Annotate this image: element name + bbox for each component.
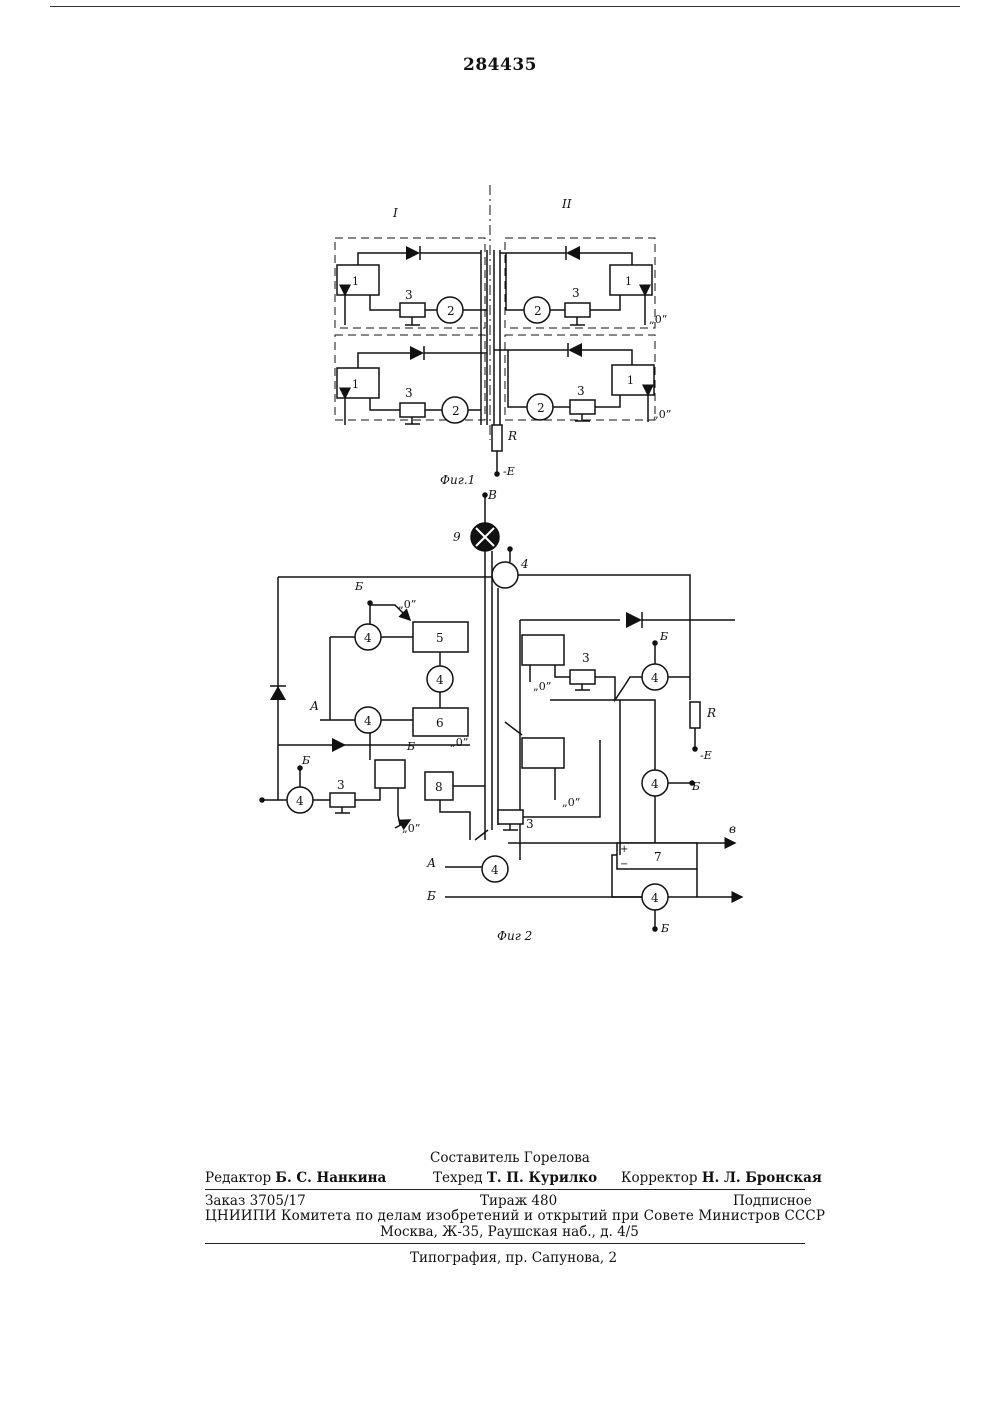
zero-input-label: „0” bbox=[450, 736, 468, 749]
block-3-label: 3 bbox=[572, 286, 580, 300]
figure-1-labels: I II 1 1 1 1 2 2 2 2 3 3 3 3 „0” „0” R -… bbox=[352, 197, 671, 487]
corrector-role: Корректор bbox=[621, 1170, 698, 1186]
block-3-label: 3 bbox=[337, 778, 345, 792]
gate-label: 4 bbox=[651, 891, 659, 905]
gate-label: 4 bbox=[296, 794, 304, 808]
zero-input-label: „0” bbox=[398, 598, 416, 611]
block-5-label: 5 bbox=[436, 631, 444, 645]
trigger-label: 1 bbox=[352, 275, 359, 288]
input-b-label: Б bbox=[406, 740, 415, 753]
divider bbox=[205, 1243, 805, 1244]
block-3-label: 3 bbox=[582, 651, 590, 665]
input-b-label: Б bbox=[659, 630, 668, 643]
supply-label: -E bbox=[700, 749, 712, 762]
gate-label: 4 bbox=[651, 777, 659, 791]
figure-1-caption: Фиг.1 bbox=[440, 473, 475, 487]
block-2-label: 2 bbox=[534, 304, 542, 318]
zero-input-label: „0” bbox=[653, 408, 671, 421]
block-3-label: 3 bbox=[405, 386, 413, 400]
supply-label: -E bbox=[503, 465, 515, 478]
corrector-name: Н. Л. Бронская bbox=[702, 1170, 822, 1186]
gate-label: 4 bbox=[364, 631, 372, 645]
gate-label: 4 bbox=[491, 863, 499, 877]
figure-2 bbox=[260, 493, 742, 931]
section-label-right: II bbox=[561, 197, 572, 211]
zero-input-label: „0” bbox=[562, 796, 580, 809]
editor-role: Редактор bbox=[205, 1170, 271, 1186]
figure-2-caption: Фиг 2 bbox=[497, 929, 532, 943]
block-2-label: 2 bbox=[537, 401, 545, 415]
lamp-label: 9 bbox=[453, 530, 461, 544]
input-b-label: Б bbox=[354, 580, 363, 593]
block-3-label: 3 bbox=[405, 288, 413, 302]
minus-sign: − bbox=[620, 859, 628, 870]
zero-input-label: „0” bbox=[533, 680, 551, 693]
gate-label: 4 bbox=[436, 673, 444, 687]
top-input-label: В bbox=[487, 488, 497, 502]
block-3-label: 3 bbox=[526, 817, 534, 831]
corrector: Корректор Н. Л. Бронская bbox=[621, 1170, 822, 1186]
resistor-label: R bbox=[507, 429, 517, 443]
gate-label: 4 bbox=[520, 557, 529, 571]
plus-sign: + bbox=[620, 844, 628, 855]
techred: Техред Т. П. Курилко bbox=[433, 1170, 597, 1186]
input-b-label: Б bbox=[691, 780, 700, 793]
compiler-line: Составитель Горелова bbox=[430, 1150, 590, 1166]
trigger-label: 1 bbox=[627, 374, 634, 387]
techred-name: Т. П. Курилко bbox=[487, 1170, 597, 1186]
techred-role: Техред bbox=[433, 1170, 483, 1186]
input-a-label: А bbox=[426, 856, 436, 870]
block-6-label: 6 bbox=[436, 716, 444, 730]
zero-input-label: „0” bbox=[402, 822, 420, 835]
editor: Редактор Б. С. Нанкина bbox=[205, 1170, 386, 1186]
divider bbox=[205, 1189, 805, 1190]
section-label-left: I bbox=[392, 206, 398, 220]
printing-house: Типография, пр. Сапунова, 2 bbox=[410, 1250, 617, 1266]
block-7-label: 7 bbox=[654, 850, 662, 864]
resistor-label: R bbox=[706, 706, 716, 720]
trigger-label: 1 bbox=[352, 378, 359, 391]
gate-label: 4 bbox=[364, 714, 372, 728]
circulation: Тираж 480 bbox=[480, 1193, 557, 1209]
figure-1 bbox=[335, 185, 655, 476]
address-line: Москва, Ж-35, Раушская наб., д. 4/5 bbox=[380, 1224, 639, 1240]
zero-input-label: „0” bbox=[649, 313, 667, 326]
input-b-label: Б bbox=[660, 922, 669, 935]
input-b-label: Б bbox=[426, 889, 436, 903]
schematic-drawings: I II 1 1 1 1 2 2 2 2 3 3 3 3 „0” „0” R -… bbox=[0, 0, 1000, 1000]
block-3-label: 3 bbox=[577, 384, 585, 398]
trigger-label: 1 bbox=[625, 275, 632, 288]
block-8-label: 8 bbox=[435, 780, 443, 794]
block-2-label: 2 bbox=[447, 304, 455, 318]
subscription: Подписное bbox=[733, 1193, 812, 1209]
gate-label: 4 bbox=[651, 671, 659, 685]
input-b-label: Б bbox=[301, 754, 310, 767]
editor-name: Б. С. Нанкина bbox=[275, 1170, 386, 1186]
input-a-label: А bbox=[309, 699, 319, 713]
output-v-label: в bbox=[729, 822, 736, 836]
order-number: Заказ 3705/17 bbox=[205, 1193, 306, 1209]
block-2-label: 2 bbox=[452, 404, 460, 418]
institute-line: ЦНИИПИ Комитета по делам изобретений и о… bbox=[205, 1208, 810, 1224]
